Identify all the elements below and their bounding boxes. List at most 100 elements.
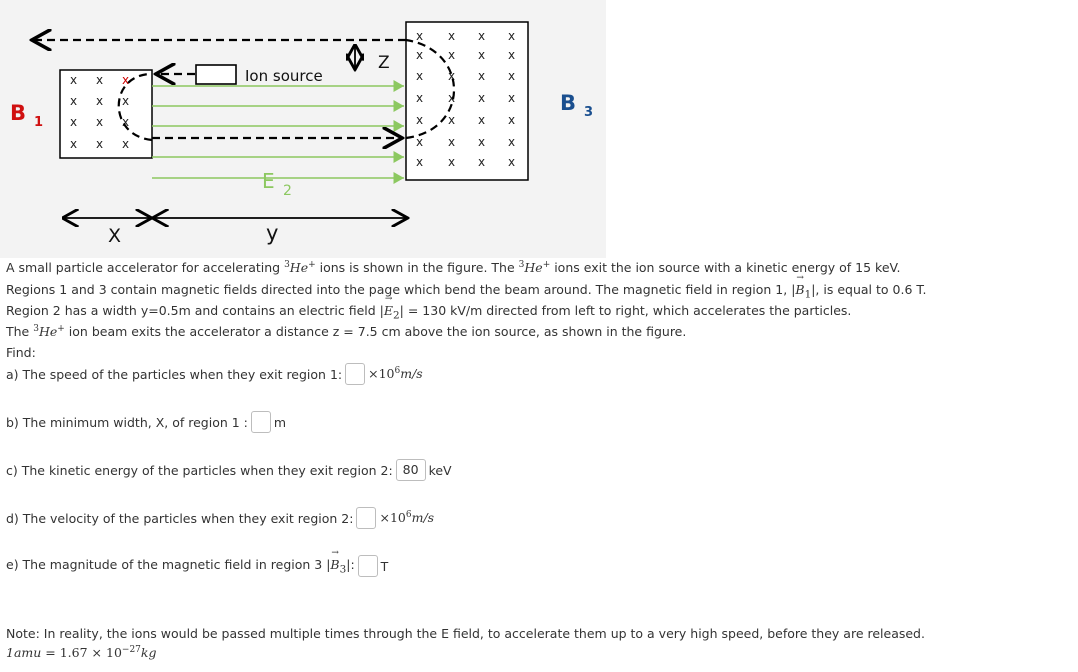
- e2-label: E: [262, 169, 275, 193]
- answer-b-input[interactable]: [250, 411, 271, 433]
- ion-charge: +: [308, 260, 316, 270]
- field-mark: x: [508, 113, 515, 127]
- field-mark: x: [448, 48, 455, 62]
- question-d-label: d) The velocity of the particles when th…: [6, 510, 354, 526]
- field-mark: x: [70, 94, 77, 108]
- field-mark: x: [70, 115, 77, 129]
- ion-symbol: He: [524, 260, 543, 276]
- problem-text: ion beam exits the accelerator a distanc…: [64, 324, 687, 340]
- find-label: Find:: [6, 345, 36, 360]
- problem-text: ions is shown in the figure. The: [315, 260, 519, 276]
- b1-vector-subscript: 1: [804, 288, 812, 301]
- problem-text: A small particle accelerator for acceler…: [6, 260, 285, 276]
- field-mark: x: [416, 155, 423, 169]
- question-a-label: a) The speed of the particles when they …: [6, 366, 343, 382]
- question-c: c) The kinetic energy of the particles w…: [6, 459, 452, 481]
- b3-label: B: [560, 91, 576, 115]
- ion-symbol: He: [289, 260, 309, 276]
- b1-subscript: 1: [34, 115, 43, 130]
- field-mark: x: [96, 94, 103, 108]
- b1-vector-symbol: B: [795, 273, 804, 297]
- field-mark: x: [448, 155, 455, 169]
- answer-a-input[interactable]: [345, 363, 366, 385]
- field-mark: x: [416, 91, 423, 105]
- ion-charge: +: [57, 324, 65, 334]
- problem-text: The: [6, 324, 34, 340]
- e2-vector-subscript: 2: [393, 309, 400, 322]
- answer-b-unit: m: [273, 414, 287, 430]
- problem-line-2: Regions 1 and 3 contain magnetic fields …: [6, 273, 927, 301]
- field-mark: x: [448, 113, 455, 127]
- region-3-box: [405, 21, 529, 181]
- field-mark: x: [448, 91, 455, 105]
- field-mark: x: [508, 135, 515, 149]
- question-e-label: e) The magnitude of the magnetic field i…: [6, 548, 355, 576]
- field-mark: x: [416, 29, 423, 43]
- ion-source-label: Ion source: [245, 67, 323, 85]
- field-mark: x: [478, 113, 485, 127]
- answer-d-unit: ×106m/s: [379, 510, 435, 526]
- answer-e-unit: T: [380, 558, 389, 574]
- field-mark: x: [70, 137, 77, 151]
- field-mark: x: [478, 29, 485, 43]
- beam-path: [34, 40, 455, 140]
- e2-vector-symbol: E: [384, 294, 393, 318]
- note-text: Note: In reality, the ions would be pass…: [6, 626, 925, 641]
- ion-mass-number: 3: [33, 324, 39, 334]
- problem-text: ions exit the ion source with a kinetic …: [550, 260, 901, 276]
- field-mark: x: [448, 135, 455, 149]
- field-mark: x: [448, 69, 455, 83]
- field-mark: x: [416, 48, 423, 62]
- e2-subscript: 2: [283, 183, 292, 199]
- field-mark: x: [508, 155, 515, 169]
- field-mark: x: [122, 137, 129, 151]
- problem-line-3: Region 2 has a width y=0.5m and contains…: [6, 294, 852, 322]
- b1-label: B: [10, 101, 26, 125]
- ion-mass-number: 3: [284, 260, 290, 270]
- field-mark: x: [478, 91, 485, 105]
- answer-a-unit: ×106m/s: [368, 366, 423, 382]
- field-mark: x: [70, 73, 77, 87]
- field-mark: x: [478, 155, 485, 169]
- x-label: X: [108, 225, 121, 247]
- electric-field-lines: [152, 80, 404, 184]
- ion-symbol: He: [38, 324, 58, 340]
- region-1-box: [59, 69, 153, 159]
- ion-charge: +: [542, 260, 551, 270]
- field-mark: x: [478, 69, 485, 83]
- field-mark: x: [96, 115, 103, 129]
- answer-e-input[interactable]: [357, 555, 378, 577]
- field-mark: x: [416, 113, 423, 127]
- field-mark: x: [478, 48, 485, 62]
- amu-definition: 1amu = 1.67 × 10−27kg: [6, 645, 157, 661]
- field-mark: x: [508, 91, 515, 105]
- problem-text: | = 130 kV/m directed from left to right…: [399, 303, 852, 318]
- field-mark: x: [478, 135, 485, 149]
- question-e: e) The magnitude of the magnetic field i…: [6, 548, 389, 577]
- field-mark: x: [416, 69, 423, 83]
- question-d: d) The velocity of the particles when th…: [6, 507, 434, 529]
- problem-line-1: A small particle accelerator for acceler…: [6, 260, 900, 275]
- ion-source-box: [195, 64, 237, 85]
- field-mark: x: [122, 94, 129, 108]
- answer-c-input[interactable]: 80: [395, 459, 426, 481]
- question-a: a) The speed of the particles when they …: [6, 363, 423, 385]
- field-mark: x: [448, 29, 455, 43]
- problem-text: |, is equal to 0.6 T.: [811, 282, 927, 297]
- field-mark: x: [508, 69, 515, 83]
- answer-c-unit: keV: [428, 462, 452, 478]
- field-mark: x: [122, 73, 129, 87]
- field-mark: x: [96, 137, 103, 151]
- field-mark: x: [122, 115, 129, 129]
- ion-mass-number: 3: [518, 260, 525, 270]
- field-mark: x: [508, 29, 515, 43]
- question-c-label: c) The kinetic energy of the particles w…: [6, 462, 393, 478]
- field-mark: x: [96, 73, 103, 87]
- answer-d-input[interactable]: [356, 507, 377, 529]
- z-label: Z: [378, 53, 390, 73]
- field-mark: x: [508, 48, 515, 62]
- field-mark: x: [416, 135, 423, 149]
